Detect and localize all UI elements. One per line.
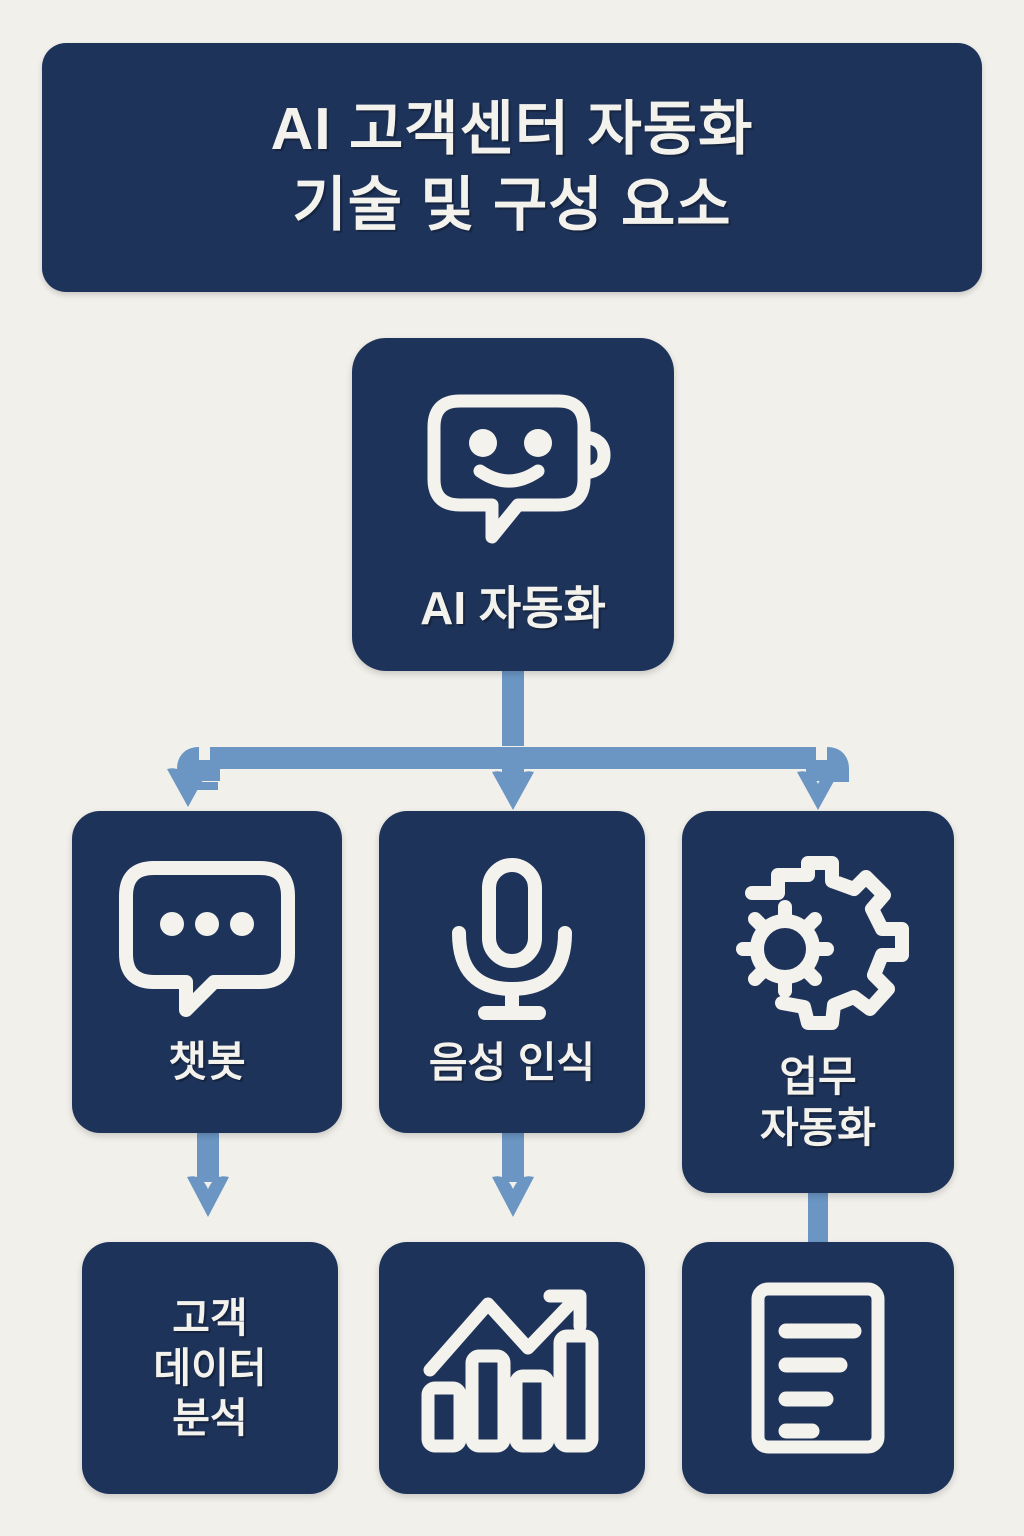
speech-bubble-dots-icon xyxy=(119,861,295,1018)
node-voice-recognition[interactable]: 음성 인식 xyxy=(379,811,645,1133)
node-label-ai-automation: AI 자동화 xyxy=(420,581,606,634)
node-label-customer-data-analysis: 고객 데이터 분석 xyxy=(153,1294,267,1441)
connector-branch-to-chatbot xyxy=(167,760,220,807)
node-work-automation[interactable]: 업무 자동화 xyxy=(682,811,954,1193)
node-label-work-automation: 업무 자동화 xyxy=(760,1052,876,1151)
node-customer-data-analysis[interactable]: 고객 데이터 분석 xyxy=(82,1242,338,1494)
gears-icon xyxy=(736,855,909,1030)
microphone-icon xyxy=(452,858,572,1021)
title-line-1: AI 고객센터 자동화 xyxy=(270,95,754,162)
node-label-chatbot: 챗봇 xyxy=(168,1038,246,1086)
robot-chat-face-icon xyxy=(427,394,611,544)
node-chatbot[interactable]: 챗봇 xyxy=(72,811,342,1133)
connector-voice-to-chart xyxy=(492,1133,534,1217)
node-ai-automation[interactable]: AI 자동화 xyxy=(352,338,674,671)
title-banner: AI 고객센터 자동화 기술 및 구성 요소 xyxy=(42,43,982,292)
node-label-voice-recognition: 음성 인식 xyxy=(428,1039,596,1087)
connector-chatbot-to-data xyxy=(187,1133,229,1217)
connector-branch-to-voice xyxy=(492,758,534,810)
connector-horizontal-bus xyxy=(177,747,849,782)
connector-branch-to-workauto xyxy=(797,760,839,810)
node-analytics-chart[interactable] xyxy=(379,1242,645,1494)
node-document-report[interactable] xyxy=(682,1242,954,1494)
document-lines-icon xyxy=(751,1282,885,1454)
bar-chart-trend-up-icon xyxy=(421,1289,599,1453)
title-line-2: 기술 및 구성 요소 xyxy=(292,171,732,238)
